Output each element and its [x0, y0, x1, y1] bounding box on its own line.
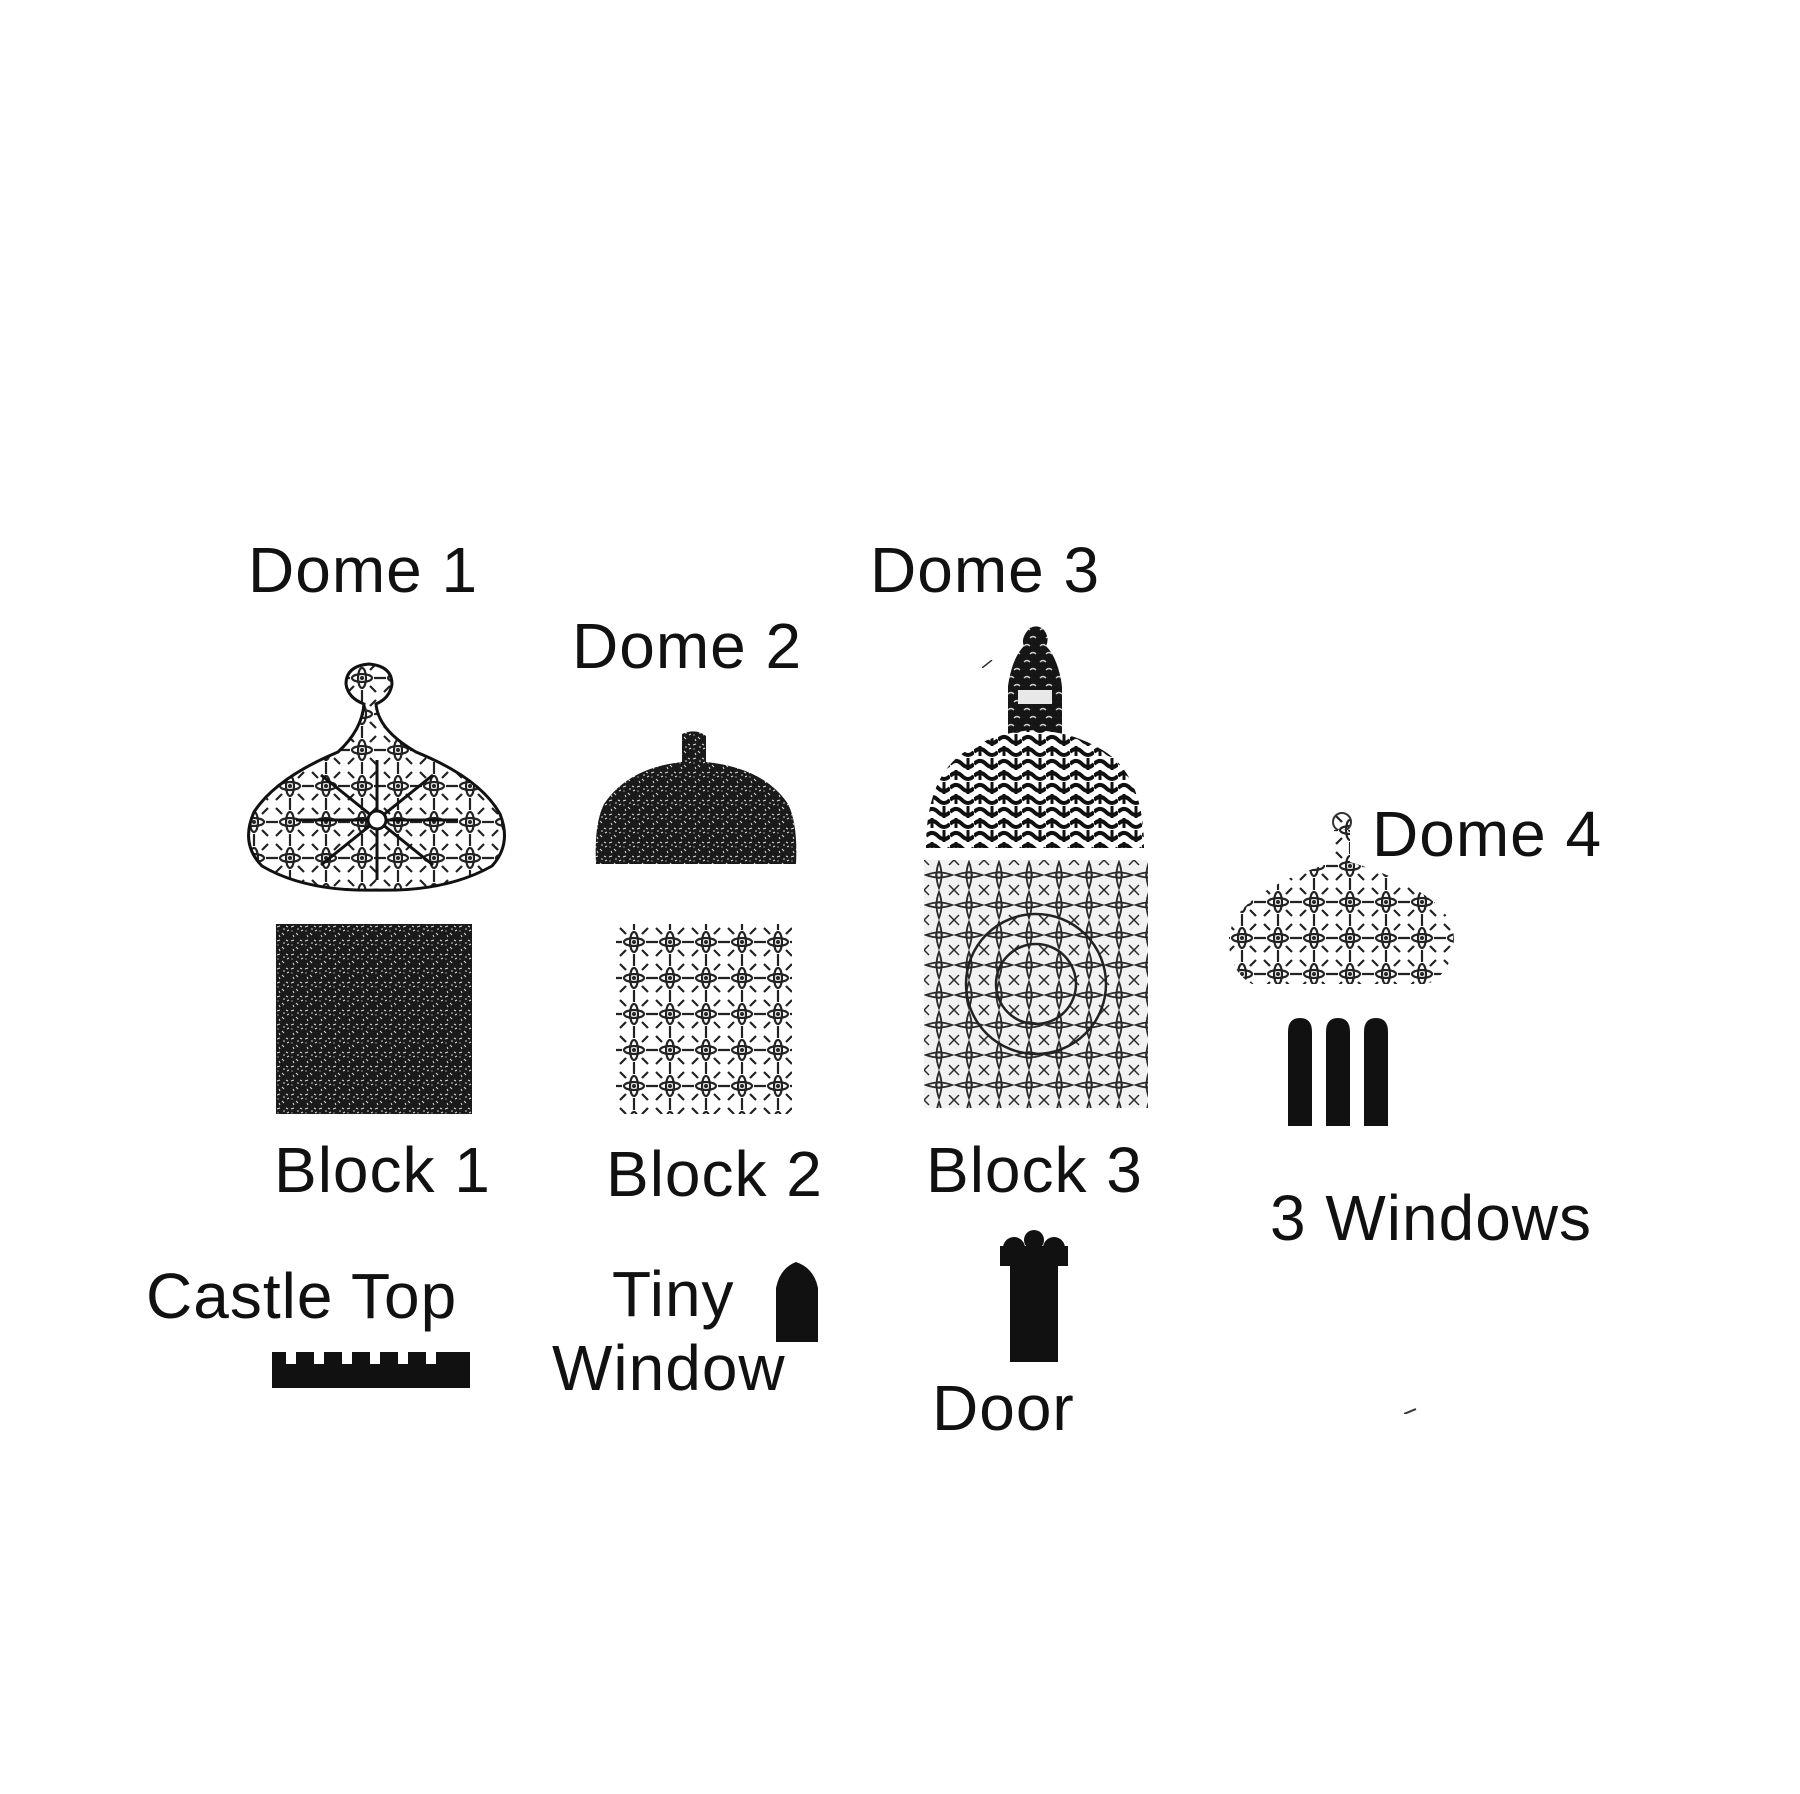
three-windows-shape: [1286, 1016, 1392, 1126]
block-3-label: Block 3: [926, 1134, 1143, 1206]
block-3-shape: [924, 860, 1148, 1108]
block-2-shape: [616, 924, 792, 1114]
stray-mark: [1404, 1408, 1418, 1414]
dome-3-label: Dome 3: [870, 534, 1101, 606]
tiny-window-label-line1: Tiny: [612, 1258, 735, 1330]
dome-4-label: Dome 4: [1372, 798, 1603, 870]
block-1-shape: [276, 924, 472, 1114]
stray-mark: [982, 660, 994, 668]
tiny-window-label-line2: Window: [552, 1332, 786, 1404]
dome-2-label: Dome 2: [572, 610, 803, 682]
castle-top-label: Castle Top: [146, 1260, 458, 1332]
dome-3-shape: [926, 626, 1144, 848]
dome-1-label: Dome 1: [248, 534, 479, 606]
door-shape: [1000, 1230, 1070, 1362]
block-1-label: Block 1: [274, 1134, 491, 1206]
dome-4-shape: [1224, 812, 1460, 984]
block-2-label: Block 2: [606, 1138, 823, 1210]
tiny-window-shape: [774, 1262, 820, 1342]
three-windows-label: 3 Windows: [1270, 1182, 1592, 1254]
dome-1-shape: [236, 660, 518, 892]
dome-2-shape: [594, 728, 798, 864]
door-label: Door: [932, 1372, 1075, 1444]
castle-top-shape: [272, 1352, 470, 1388]
